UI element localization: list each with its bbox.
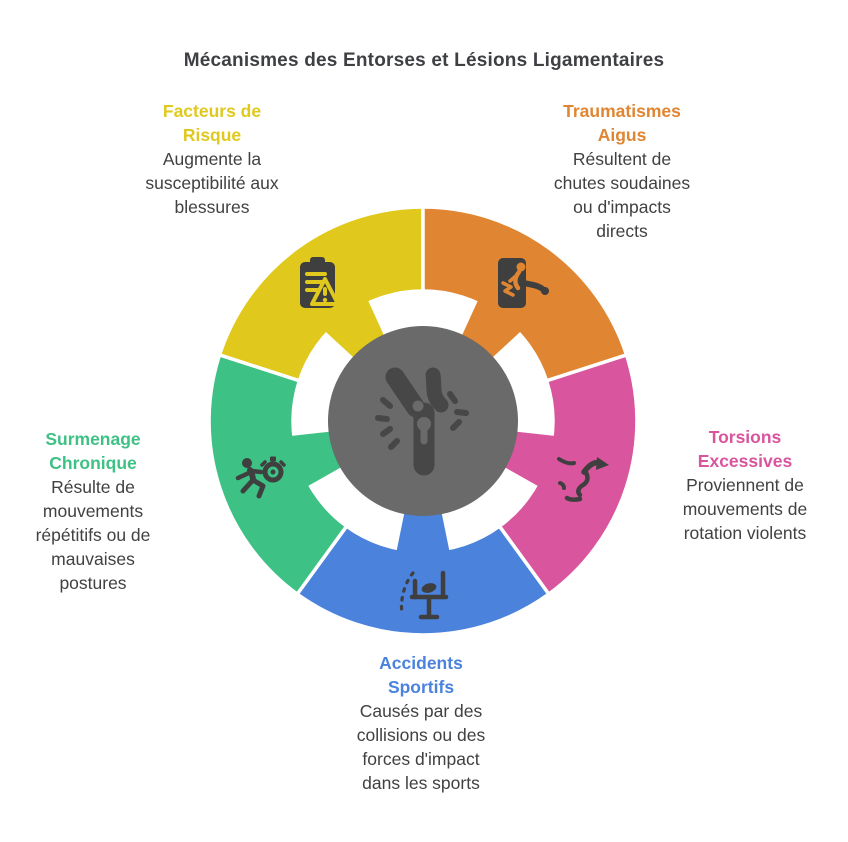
segment-body-torsions: Proviennent de mouvements de rotation vi… [682, 475, 808, 543]
segment-label-surmenage: Surmenage Chronique Résulte de mouvement… [2, 427, 184, 595]
segment-body-surmenage: Résulte de mouvements répétitifs ou de m… [35, 477, 151, 593]
segment-heading-surmenage: Surmenage Chronique [45, 429, 141, 473]
segment-heading-facteurs: Facteurs de Risque [162, 101, 262, 145]
segment-label-traumatismes: Traumatismes Aigus Résultent de chutes s… [522, 99, 722, 243]
clipboard-warning-icon [300, 257, 340, 308]
segment-label-torsions: Torsions Excessives Proviennent de mouve… [645, 425, 845, 545]
runner-stopwatch-icon [235, 456, 286, 499]
person-falling-icon [498, 258, 549, 308]
segment-body-facteurs: Augmente la susceptibilité aux blessures [145, 149, 279, 217]
page-title: Mécanismes des Entorses et Lésions Ligam… [183, 50, 665, 71]
segment-tab-surmenage [283, 431, 345, 490]
segment-label-accidents: Accidents Sportifs Causés par des collis… [321, 651, 521, 795]
segment-heading-traumatismes: Traumatismes Aigus [563, 101, 681, 145]
segment-body-traumatismes: Résultent de chutes soudaines ou d'impac… [553, 149, 691, 241]
segment-label-facteurs: Facteurs de Risque Augmente la susceptib… [112, 99, 312, 219]
segment-heading-torsions: Torsions Excessives [697, 427, 793, 471]
segment-tab-accidents [395, 509, 451, 562]
twisted-ankle-icon [557, 457, 609, 502]
segment-heading-accidents: Accidents Sportifs [379, 653, 463, 697]
segment-arc-accidents [295, 524, 551, 637]
segment-arc-torsions [497, 353, 639, 596]
bone-joint-injury-icon [375, 367, 469, 476]
segment-tab-torsions [501, 431, 563, 490]
sports-goal-ball-icon [399, 570, 449, 620]
segment-body-accidents: Causés par des collisions ou des forces … [356, 701, 486, 793]
